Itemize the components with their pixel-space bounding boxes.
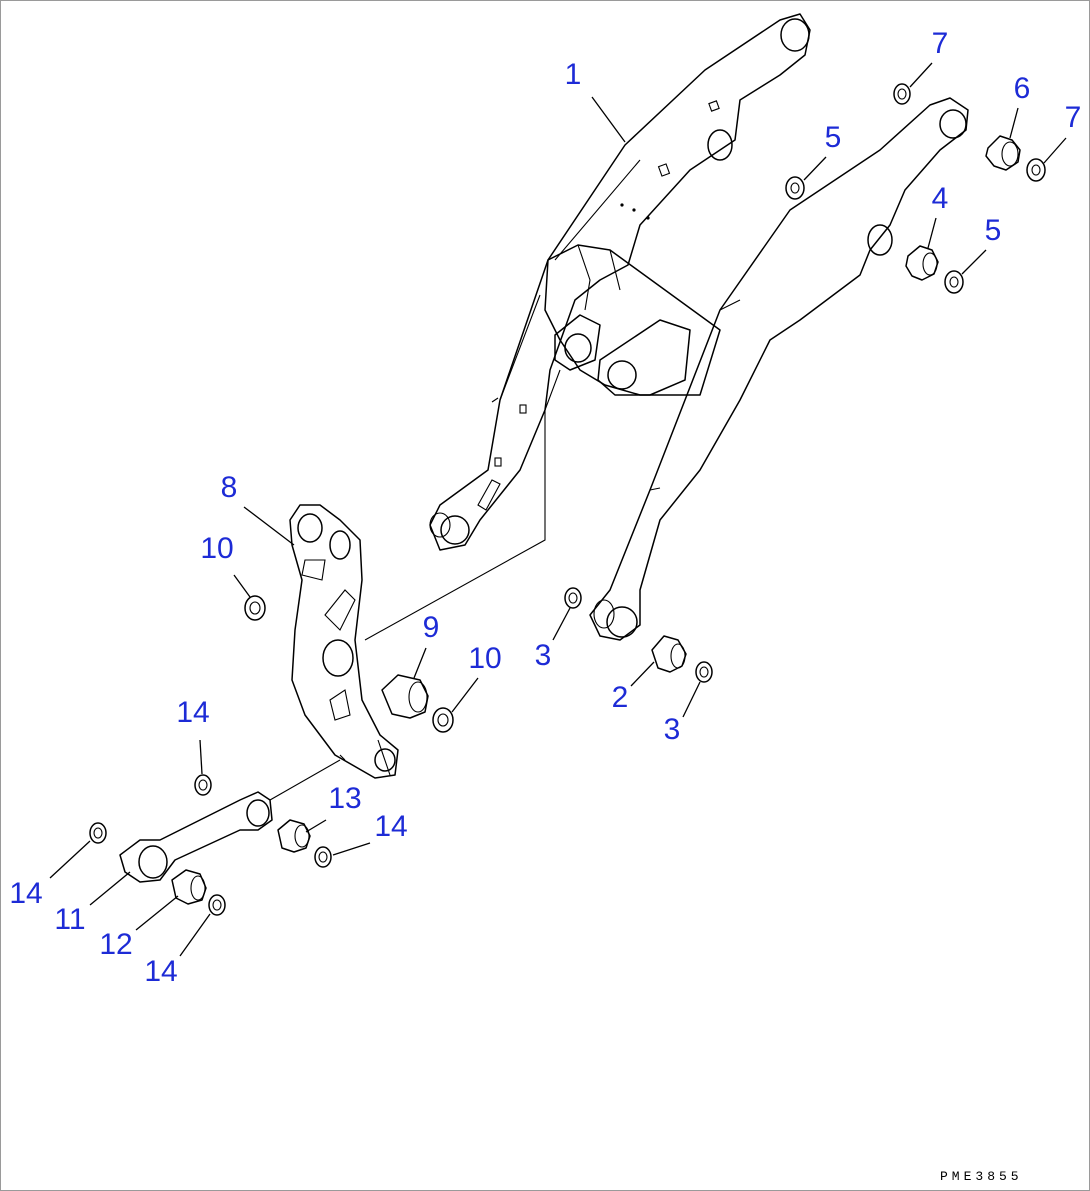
callout-1: 1 — [565, 58, 582, 91]
callout-6: 6 — [1014, 72, 1031, 105]
callout-14: 14 — [144, 955, 177, 988]
bell-crank — [289, 504, 399, 779]
callout-4: 4 — [932, 182, 949, 215]
callout-7: 7 — [1065, 101, 1082, 134]
callout-12: 12 — [99, 928, 132, 961]
callout-3: 3 — [664, 713, 681, 746]
callout-8: 8 — [221, 471, 238, 504]
callout-10: 10 — [200, 532, 233, 565]
boom-assembly — [364, 13, 969, 641]
callout-14: 14 — [9, 877, 42, 910]
callout-2: 2 — [612, 681, 629, 714]
callout-5: 5 — [985, 214, 1002, 247]
callout-9: 9 — [423, 611, 440, 644]
callout-11: 11 — [54, 903, 85, 936]
callout-14: 14 — [374, 810, 407, 843]
seals — [89, 83, 1046, 916]
callout-labels: 1 7 5 6 7 4 5 8 10 9 10 3 2 3 14 13 14 14 11 12 14 — [9, 27, 1081, 988]
bushings — [171, 135, 1021, 905]
callout-5: 5 — [825, 121, 842, 154]
drawing-code: PME3855 — [940, 1169, 1023, 1184]
callout-10: 10 — [468, 642, 501, 675]
callout-13: 13 — [328, 782, 361, 815]
leader-lines — [49, 62, 1067, 957]
link — [119, 759, 341, 883]
callout-3: 3 — [535, 639, 552, 672]
callout-14: 14 — [176, 696, 209, 729]
callout-7: 7 — [932, 27, 949, 60]
